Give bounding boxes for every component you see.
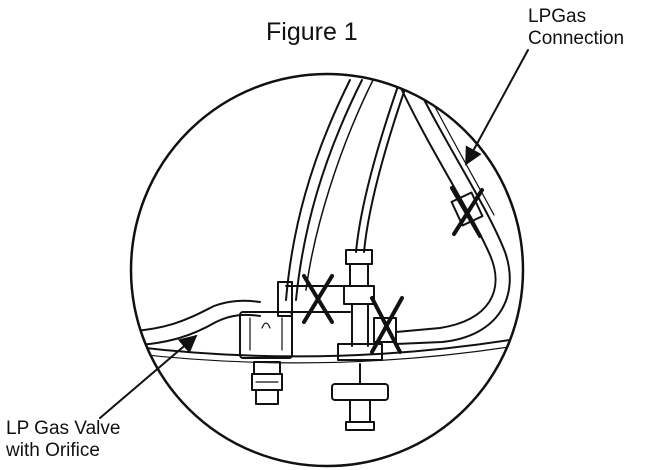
lpgas-connection-label-line2: Connection [528, 27, 625, 49]
lp-gas-valve-label-line1: LP Gas Valve [6, 418, 121, 439]
lpgas-connection-label: LPGas Connection [528, 6, 624, 50]
pilot-fitting [370, 296, 404, 354]
lp-gas-connection-fitting [450, 186, 484, 238]
base-rim-line-inner [131, 341, 523, 364]
lp-gas-valve-arrow [99, 334, 198, 419]
base-rim-line [131, 334, 523, 358]
gas-tube-left [131, 299, 261, 347]
center-fitting-stem [337, 249, 383, 361]
figure-title: Figure 1 [266, 18, 358, 46]
detail-circle [129, 72, 525, 468]
bottom-knob [331, 363, 389, 431]
valve-orifice [251, 361, 283, 405]
lpgas-connection-arrow [465, 49, 529, 166]
gas-tube-right [395, 83, 511, 345]
upper-tubes [285, 77, 407, 301]
lp-gas-valve-label: LP Gas Valve with Orifice [6, 418, 120, 462]
lp-gas-valve-label-line2: with Orifice [6, 439, 100, 461]
lpgas-connection-label-line1: LPGas [528, 6, 587, 27]
valve-inlet-fitting [277, 274, 351, 324]
valve-body [239, 311, 293, 359]
